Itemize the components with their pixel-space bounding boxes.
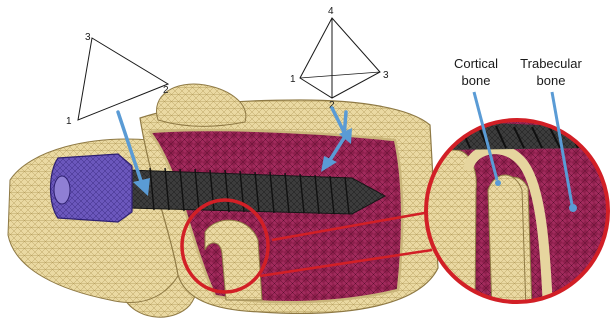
trabecular-leader-dot (569, 204, 577, 212)
zoom-detail (420, 118, 610, 318)
tetra-right-v1: 1 (290, 74, 296, 85)
tetra-right-v3: 3 (383, 70, 389, 81)
trabecular-label-line2: bone (537, 73, 566, 88)
tetrahedron-right: 4 1 3 2 (290, 6, 389, 111)
trabecular-label-line1: Trabecular (520, 56, 582, 71)
tetra-left-v2: 2 (163, 85, 169, 96)
screw-head-socket (54, 176, 70, 204)
cortical-leader-dot (495, 180, 501, 186)
cortical-label-line2: bone (462, 73, 491, 88)
tetra-right-v4: 4 (328, 6, 334, 17)
upper-process (156, 84, 245, 126)
tetra-left-v3: 3 (85, 32, 91, 43)
tetra-left-v1: 1 (66, 116, 72, 127)
cortical-label-line1: Cortical (454, 56, 498, 71)
